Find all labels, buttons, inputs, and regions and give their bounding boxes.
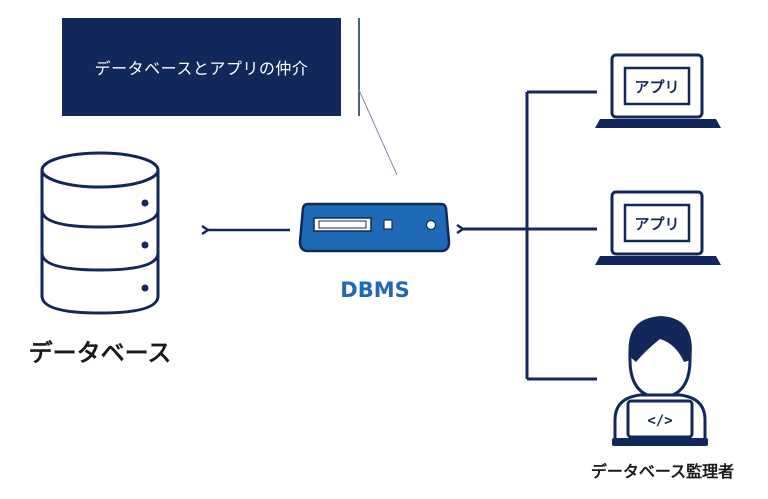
code-icon: </> [647,413,672,429]
laptop-app-1-icon: アプリ [595,53,721,128]
app-1-label: アプリ [634,78,679,96]
connector-lines [525,90,597,381]
database-admin-icon: </> [612,316,708,446]
callout-text: データベースとアプリの仲介 [94,59,309,78]
callout-box: データベースとアプリの仲介 [62,18,341,116]
callout-pointer [358,89,398,176]
dbms-label: DBMS [340,278,410,302]
database-icon [40,151,160,315]
database-label: データベース [28,339,172,367]
admin-label: データベース監理者 [590,462,735,481]
app-2-label: アプリ [634,215,679,233]
laptop-app-2-icon: アプリ [595,190,721,265]
dbms-server-icon [298,202,451,253]
